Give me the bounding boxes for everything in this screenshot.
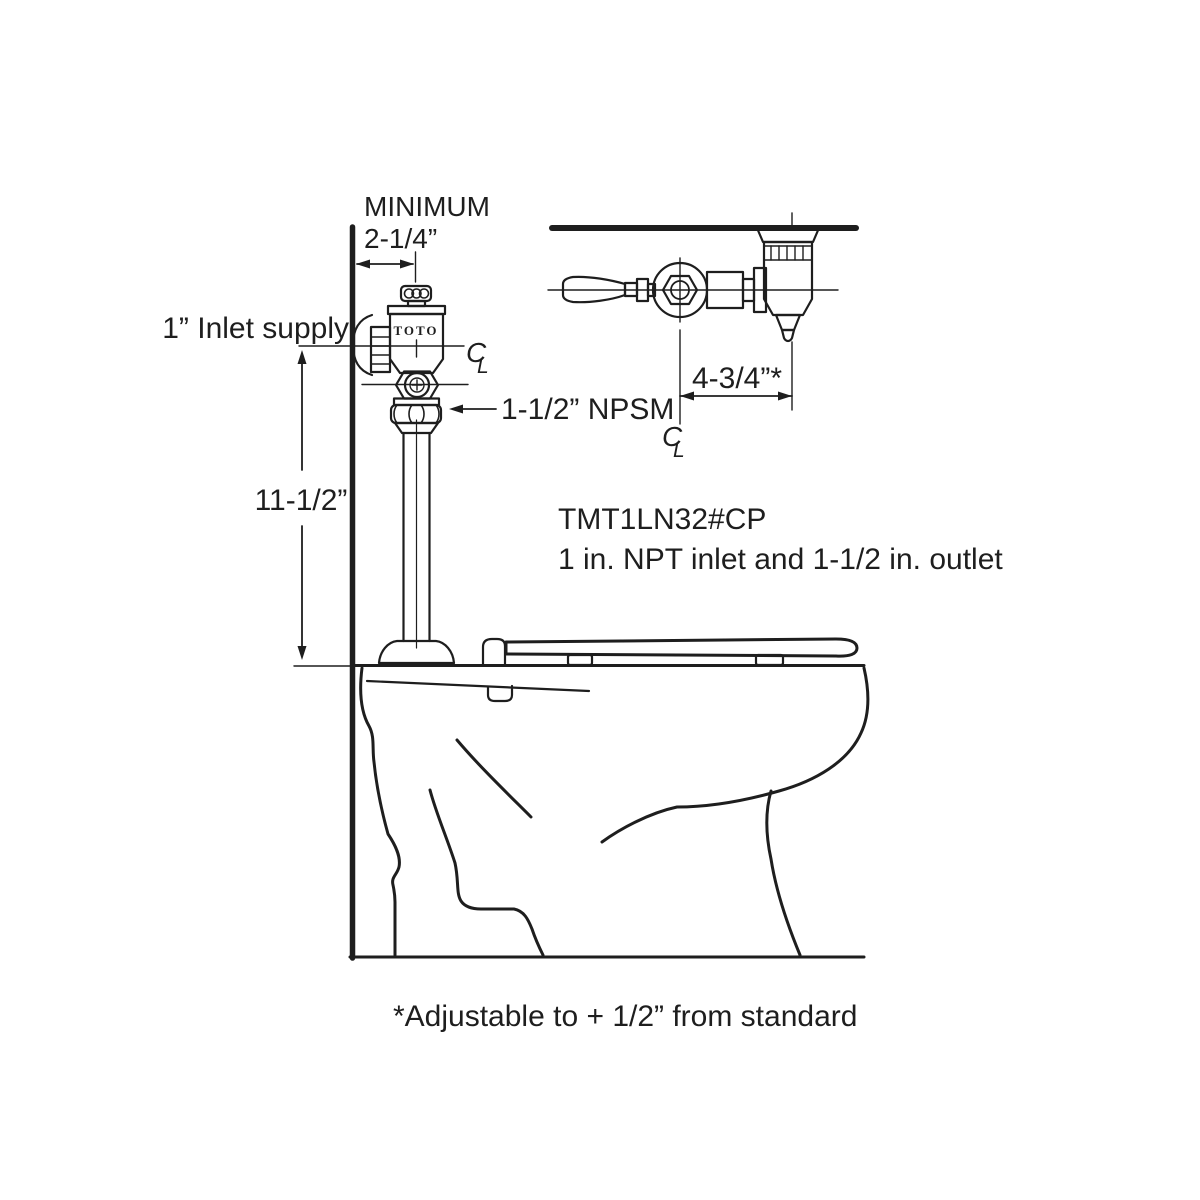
toilet-bowl xyxy=(352,664,870,957)
minimum-dim-label: 2-1/4” xyxy=(364,223,437,254)
bowl-inner-curve xyxy=(455,738,533,819)
inlet-supply-label: 1” Inlet supply xyxy=(162,312,349,345)
arrowhead-right-icon xyxy=(778,391,792,401)
seat-bumper xyxy=(566,653,594,667)
centerline-symbol-icon: C L xyxy=(466,337,489,378)
dimension-minimum-2-1-4: MINIMUM 2-1/4” xyxy=(356,191,490,283)
brand-logo: TOTO xyxy=(393,323,438,338)
coupling-taper xyxy=(393,421,440,435)
inlet-centerline-group: C L xyxy=(298,337,489,386)
height-dim-label: 11-1/2” xyxy=(255,484,348,517)
pedestal-front-line xyxy=(765,789,802,957)
elbow-assembly xyxy=(755,212,821,343)
bowl-front-foot xyxy=(428,788,545,957)
valve-hex-nut xyxy=(661,274,699,306)
centerline-symbol-icon: C L xyxy=(662,421,685,462)
arrowhead-left-icon xyxy=(356,259,370,269)
inlet-nut xyxy=(369,325,392,374)
cap-detail-icon xyxy=(418,288,430,299)
arrowhead-left-icon xyxy=(449,404,463,414)
valve-handle xyxy=(561,275,657,304)
coupling-bead xyxy=(435,404,440,424)
rim-underside-line xyxy=(365,679,591,693)
valve-top-plate xyxy=(386,304,447,316)
footnote: *Adjustable to + 1/2” from standard xyxy=(393,1000,857,1033)
spud-flange xyxy=(377,639,456,665)
coupling-bead xyxy=(420,404,425,424)
elbow-body xyxy=(762,240,814,317)
product-notes: TMT1LN32#CP 1 in. NPT inlet and 1-1/2 in… xyxy=(393,503,1003,1033)
coupling-bead xyxy=(408,404,413,424)
elbow-nozzle xyxy=(774,313,802,332)
flush-inlet-boss xyxy=(486,684,514,703)
side-view: MINIMUM 2-1/4” TOTO xyxy=(162,191,870,961)
seat-bumper xyxy=(754,653,785,667)
cap-detail-icon xyxy=(403,288,415,299)
nozzle-tip xyxy=(780,328,796,343)
offset-dim-label: 4-3/4”* xyxy=(692,362,782,395)
arrowhead-right-icon xyxy=(400,259,414,269)
detail-view: 4-3/4”* C L xyxy=(547,212,859,462)
svg-text:L: L xyxy=(477,355,489,378)
outlet-label: 1-1/2” NPSM xyxy=(501,393,674,426)
bowl-right-sweep xyxy=(600,666,870,844)
arrowhead-up-icon xyxy=(297,350,307,364)
dimension-offset-4-3-4: 4-3/4”* C L xyxy=(662,329,793,462)
flushometer-valve: TOTO xyxy=(351,284,456,665)
svg-text:C: C xyxy=(662,421,683,452)
outlet-union xyxy=(752,266,768,314)
wall-escutcheon xyxy=(351,313,374,377)
outlet-callout: 1-1/2” NPSM xyxy=(449,393,674,426)
svg-text:L: L xyxy=(673,439,685,462)
arrowhead-down-icon xyxy=(297,646,307,660)
bowl-left-profile xyxy=(359,666,401,957)
seat-hinge xyxy=(481,637,507,666)
model-number: TMT1LN32#CP xyxy=(558,503,766,536)
cap-detail-icon xyxy=(411,288,422,299)
handle-neck xyxy=(646,282,657,298)
model-description: 1 in. NPT inlet and 1-1/2 in. outlet xyxy=(558,543,1003,576)
dimension-height-11-1-2: 11-1/2” xyxy=(255,350,353,667)
minimum-label: MINIMUM xyxy=(364,191,490,222)
coupling-bead xyxy=(393,404,398,424)
thread-lines xyxy=(763,245,813,261)
svg-text:C: C xyxy=(466,337,487,368)
toilet-seat xyxy=(481,637,859,667)
arrowhead-left-icon xyxy=(680,391,694,401)
seat-slab xyxy=(504,637,859,658)
